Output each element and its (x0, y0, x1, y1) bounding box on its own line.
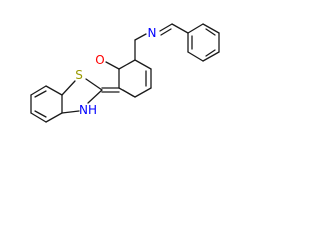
sulfur-atom-label: S (75, 68, 83, 82)
imine-linkage (134, 23, 189, 41)
thiazoline-ring (61, 78, 103, 114)
benzo-ring (30, 85, 63, 123)
molecule-structure: O N S NH (30, 23, 220, 123)
phenyl-ring (187, 23, 220, 62)
thiazole-nh-atom-label: NH (79, 103, 97, 117)
imine-nitrogen-atom-label: N (148, 26, 157, 40)
oxygen-atom-label: O (95, 53, 104, 67)
exocyclic-double-bond (101, 87, 120, 93)
cyclohexadienone-ring (105, 39, 152, 98)
